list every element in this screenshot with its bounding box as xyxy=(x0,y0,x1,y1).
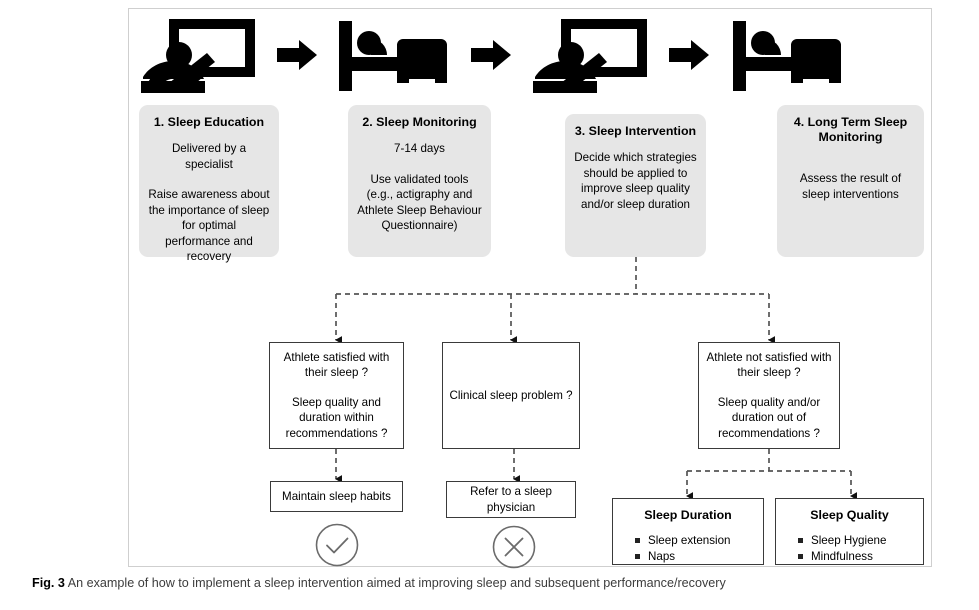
check-circle-icon xyxy=(314,522,360,568)
intervention-title: Sleep Duration xyxy=(644,508,732,522)
intervention-list: Sleep Hygiene Mindfulness xyxy=(776,533,923,565)
cross-circle-icon xyxy=(491,524,537,570)
intervention-list: Sleep extension Naps xyxy=(613,533,763,565)
figure-caption: Fig. 3 An example of how to implement a … xyxy=(32,575,952,592)
sleep-quality-box[interactable]: Sleep Quality Sleep Hygiene Mindfulness xyxy=(775,498,924,565)
arrow-right-icon xyxy=(667,39,711,71)
stage-box-sleep-monitoring[interactable]: 2. Sleep Monitoring 7-14 days Use valida… xyxy=(348,105,491,257)
intervention-title: Sleep Quality xyxy=(810,508,889,522)
outcome-text: Maintain sleep habits xyxy=(282,489,391,503)
decision-line-2: Sleep quality and/or duration out of rec… xyxy=(717,395,821,440)
figure-caption-text: An example of how to implement a sleep i… xyxy=(67,576,726,590)
athlete-not-satisfied-box[interactable]: Athlete not satisfied with their sleep ?… xyxy=(698,342,840,449)
athlete-satisfied-box[interactable]: Athlete satisfied with their sleep ? Sle… xyxy=(269,342,404,449)
arrow-right-icon xyxy=(275,39,319,71)
stage-title: 2. Sleep Monitoring xyxy=(362,115,477,129)
outcome-text: Refer to a sleep physician xyxy=(470,485,552,514)
teacher-presentation-icon xyxy=(137,15,257,95)
stage-line-2: Use validated tools (e.g., actigraphy an… xyxy=(357,172,482,233)
sleep-duration-box[interactable]: Sleep Duration Sleep extension Naps xyxy=(612,498,764,565)
list-item: Mindfulness xyxy=(798,549,923,565)
stage-title: 3. Sleep Intervention xyxy=(574,124,697,138)
clinical-sleep-problem-box[interactable]: Clinical sleep problem ? xyxy=(442,342,580,449)
stage-line-2: Raise awareness about the importance of … xyxy=(148,188,270,263)
teacher-presentation-icon xyxy=(529,15,649,95)
icon-row xyxy=(129,9,933,101)
stage-line-2: Assess the result of sleep interventions xyxy=(799,172,902,201)
stage-line-1: 7-14 days xyxy=(394,142,445,155)
arrow-right-icon xyxy=(469,39,513,71)
figure-frame: 1. Sleep Education Delivered by a specia… xyxy=(128,8,933,570)
figure-caption-label: Fig. 3 xyxy=(32,576,65,590)
maintain-sleep-habits-box[interactable]: Maintain sleep habits xyxy=(270,481,403,512)
stage-box-sleep-education[interactable]: 1. Sleep Education Delivered by a specia… xyxy=(139,105,279,263)
decision-line-2: Sleep quality and duration within recomm… xyxy=(285,395,388,440)
person-in-bed-icon xyxy=(725,15,845,95)
stage-box-sleep-intervention[interactable]: 3. Sleep Intervention Decide which strat… xyxy=(565,114,706,257)
refer-to-physician-box[interactable]: Refer to a sleep physician xyxy=(446,481,576,518)
decision-line-1: Clinical sleep problem ? xyxy=(449,388,573,402)
person-in-bed-icon xyxy=(331,15,451,95)
stage-line-1: Decide which strategies should be applie… xyxy=(574,151,697,211)
stage-line-1: Delivered by a specialist xyxy=(171,142,247,171)
list-item: Naps xyxy=(635,549,763,565)
decision-line-1: Athlete satisfied with their sleep ? xyxy=(283,350,390,380)
stage-title: 4. Long Term Sleep Monitoring xyxy=(793,115,908,144)
stage-box-long-term-monitoring[interactable]: 4. Long Term Sleep Monitoring Assess the… xyxy=(777,105,924,257)
list-item: Sleep Hygiene xyxy=(798,533,923,549)
list-item: Sleep extension xyxy=(635,533,763,549)
decision-line-1: Athlete not satisfied with their sleep ? xyxy=(706,350,832,380)
stage-title: 1. Sleep Education xyxy=(153,115,265,129)
